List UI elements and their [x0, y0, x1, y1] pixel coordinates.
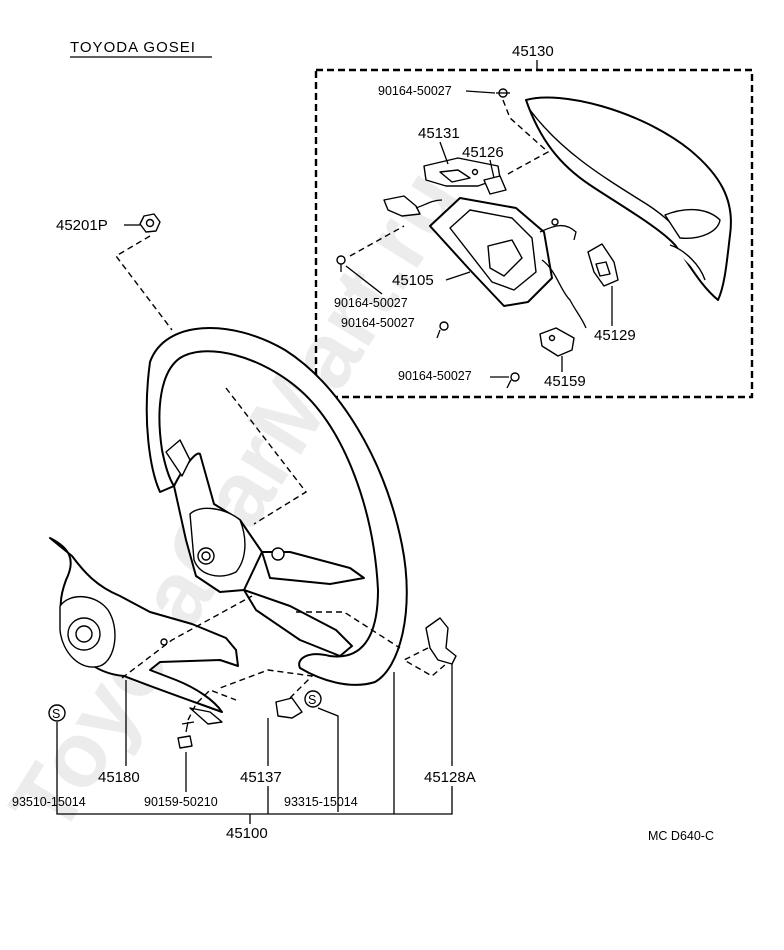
- dash-nut: [114, 235, 173, 331]
- diagram-code: MC D640-C: [648, 829, 714, 843]
- lower-cover-45180[interactable]: [49, 537, 239, 725]
- clip-45137[interactable]: [275, 697, 303, 719]
- label-45105: 45105: [392, 272, 434, 289]
- label-93315: 93315-15014: [284, 795, 358, 809]
- label-45129: 45129: [594, 327, 636, 344]
- brand-header: TOYODA GOSEI: [70, 39, 196, 56]
- watermark: ToyotaCarMart.ru: [0, 152, 480, 851]
- label-93510: 93510-15014: [12, 795, 86, 809]
- dash-clip: [219, 669, 314, 699]
- screw-90164-low[interactable]: [506, 372, 520, 389]
- svg-text:S: S: [308, 693, 316, 707]
- leader-93315: [317, 707, 339, 812]
- label-45100: 45100: [226, 825, 268, 842]
- leader-90164-left: [345, 265, 383, 295]
- label-90164-low: 90164-50027: [398, 369, 472, 383]
- dash-cover: [121, 595, 253, 679]
- label-45201P: 45201P: [56, 217, 108, 234]
- screw-90159[interactable]: [177, 721, 195, 749]
- bracket-45159[interactable]: [539, 327, 575, 357]
- bracket-45129[interactable]: [587, 243, 619, 287]
- label-45128A: 45128A: [424, 769, 476, 786]
- leader-45126: [489, 159, 495, 179]
- dash-screw-90159: [187, 689, 237, 721]
- leader-45131: [439, 141, 449, 165]
- dash-screw-top: [502, 99, 550, 176]
- screw-90164-mid[interactable]: [436, 321, 449, 339]
- dash-wheel-top: [225, 387, 308, 525]
- label-45131: 45131: [418, 125, 460, 142]
- label-90164-left: 90164-50027: [334, 296, 408, 310]
- pad-module-45105[interactable]: [429, 197, 587, 329]
- left-wire-bracket[interactable]: [383, 195, 443, 217]
- label-90164-mid: 90164-50027: [341, 316, 415, 330]
- screw-90164-top[interactable]: [496, 88, 510, 98]
- label-90159: 90159-50210: [144, 795, 218, 809]
- dash-wheel-bottom: [296, 611, 401, 649]
- steering-wheel[interactable]: [145, 327, 408, 686]
- svg-text:S: S: [52, 707, 60, 721]
- label-45137: 45137: [240, 769, 282, 786]
- label-45130: 45130: [512, 43, 554, 60]
- s-mark-left: S: [48, 704, 66, 722]
- s-mark-right: S: [304, 690, 322, 708]
- dash-45128A: [402, 647, 447, 677]
- bracket-45131[interactable]: [423, 157, 501, 187]
- label-45126: 45126: [462, 144, 504, 161]
- nut-45201P[interactable]: [139, 213, 161, 233]
- label-45159: 45159: [544, 373, 586, 390]
- pad-assembly-frame: [314, 68, 754, 399]
- switch-45126[interactable]: [483, 175, 507, 195]
- bracket-45128A[interactable]: [425, 617, 457, 665]
- leader-90164-top: [465, 90, 496, 94]
- horn-pad-cover[interactable]: [525, 96, 732, 301]
- dash-screw-left: [349, 225, 405, 257]
- label-90164-top: 90164-50027: [378, 84, 452, 98]
- label-45180: 45180: [98, 769, 140, 786]
- screw-90164-left[interactable]: [336, 255, 346, 272]
- assembly-bracket-45100: [56, 786, 453, 815]
- leader-45105: [445, 271, 471, 281]
